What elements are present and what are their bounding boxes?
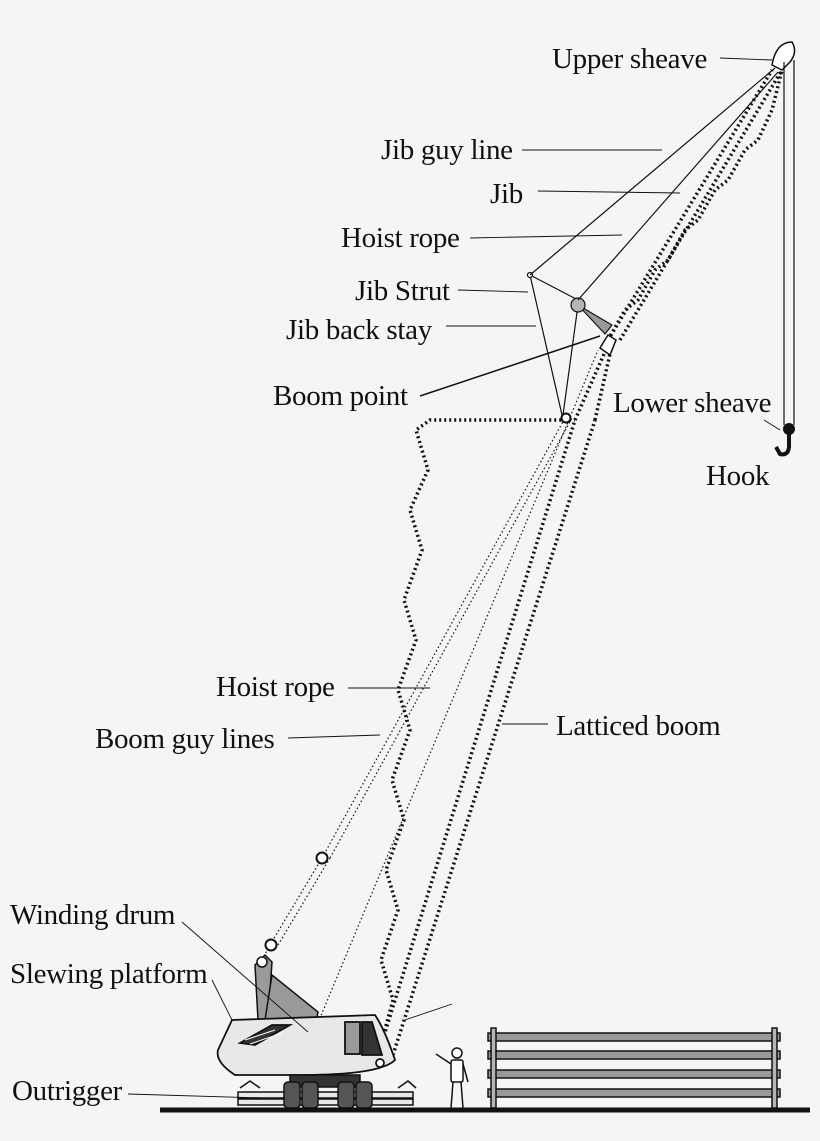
- crane-cab: [216, 1014, 397, 1076]
- a-frame: [254, 953, 319, 1023]
- latticed-boom: [376, 344, 614, 1056]
- label-jib-back-stay: Jib back stay: [286, 314, 432, 346]
- jib-strut: [526, 271, 613, 416]
- worker-figure: [435, 1047, 469, 1109]
- label-latticed-boom: Latticed boom: [556, 710, 721, 742]
- boom-point-sheave: [598, 333, 617, 357]
- label-jib-guy-line: Jib guy line: [381, 134, 513, 166]
- boom-foot-sheave: [560, 412, 572, 424]
- label-hook: Hook: [706, 460, 770, 492]
- jib: [606, 69, 784, 341]
- leader-lines: [127, 57, 781, 1099]
- hoist-rope-lower: [314, 349, 599, 1031]
- crawler-base: [237, 1074, 417, 1109]
- hoist-rope-upper: [577, 71, 779, 301]
- label-boom-point: Boom point: [273, 380, 408, 412]
- jib-guy-line: [529, 67, 776, 276]
- label-jib: Jib: [490, 178, 523, 210]
- label-boom-guy-lines: Boom guy lines: [95, 723, 275, 755]
- label-jib-strut: Jib Strut: [355, 275, 450, 307]
- pipe-stack: [487, 1027, 781, 1109]
- label-hoist-rope-top: Hoist rope: [341, 222, 460, 254]
- label-hoist-rope-bottom: Hoist rope: [216, 671, 335, 703]
- guy-line-sheave: [264, 938, 278, 952]
- guy-line-sheave: [315, 851, 329, 865]
- label-outrigger: Outrigger: [12, 1075, 123, 1107]
- label-slewing-platform: Slewing platform: [10, 958, 208, 990]
- label-lower-sheave: Lower sheave: [613, 387, 772, 419]
- boom-guy-lines: [261, 417, 573, 961]
- label-upper-sheave: Upper sheave: [552, 43, 708, 75]
- label-winding-drum: Winding drum: [10, 899, 176, 931]
- hook: [774, 423, 795, 457]
- upper-sheave: [771, 41, 796, 71]
